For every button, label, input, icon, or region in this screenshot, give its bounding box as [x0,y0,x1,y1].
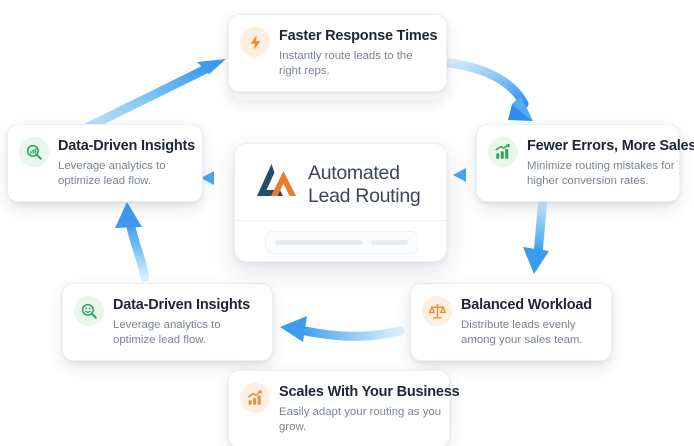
card-description: Easily adapt your routing as you grow. [279,406,442,434]
card-balanced-workload[interactable]: Balanced Workload Distribute leads evenl… [410,283,612,362]
center-card-placeholder-bar [265,231,418,254]
bar-chart-growth-icon [240,383,270,413]
placeholder-bar-short [371,240,408,245]
center-card-divider [235,220,446,221]
arrow-insights-to-faster [71,59,226,138]
arrow-fewer-to-balanced [523,193,549,274]
card-data-driven-insights-bottom[interactable]: Data-Driven Insights Leverage analytics … [62,283,273,362]
arrow-center-right [453,168,476,182]
arrow-faster-to-fewer [444,58,533,121]
arrow-center-left [201,171,226,185]
brand-name-line1: Automated [308,161,400,184]
card-faster-response-times[interactable]: Faster Response Times Instantly route le… [228,14,447,93]
bar-chart-up-icon [488,137,518,167]
card-description: Minimize routing mistakes for higher con… [527,160,675,188]
card-title: Faster Response Times [279,28,438,44]
logo-lead-routing-icon [253,161,299,208]
scales-balance-icon [422,296,452,326]
card-fewer-errors-more-sales[interactable]: Fewer Errors, More Sales Minimize routin… [476,124,694,203]
magnifier-smiley-icon [74,296,104,326]
card-description: Instantly route leads to the right reps. [279,50,413,78]
arrow-insights-bottom-to-insights-left [115,202,150,282]
card-description: Leverage analytics to optimize lead flow… [58,160,166,188]
card-title: Scales With Your Business [279,384,460,400]
brand-wordmark: Automated Lead Routing [308,161,421,208]
brand-name-line2: Lead Routing [308,184,421,207]
card-scales-with-your-business[interactable]: Scales With Your Business Easily adapt y… [228,370,460,446]
arrow-balanced-to-insights-bottom [280,316,405,342]
brand-lockup: Automated Lead Routing [235,144,446,208]
card-title: Data-Driven Insights [113,297,250,313]
card-description: Leverage analytics to optimize lead flow… [113,319,221,347]
card-description: Distribute leads evenly among your sales… [461,319,583,347]
card-title: Fewer Errors, More Sales [527,138,694,154]
placeholder-bar-long [275,240,364,245]
card-title: Balanced Workload [461,297,592,313]
card-data-driven-insights-left[interactable]: Data-Driven Insights Leverage analytics … [7,124,203,203]
center-brand-card: Automated Lead Routing [234,143,447,262]
card-title: Data-Driven Insights [58,138,195,154]
magnifier-chart-icon [19,137,49,167]
lightning-bolt-icon [240,27,270,57]
